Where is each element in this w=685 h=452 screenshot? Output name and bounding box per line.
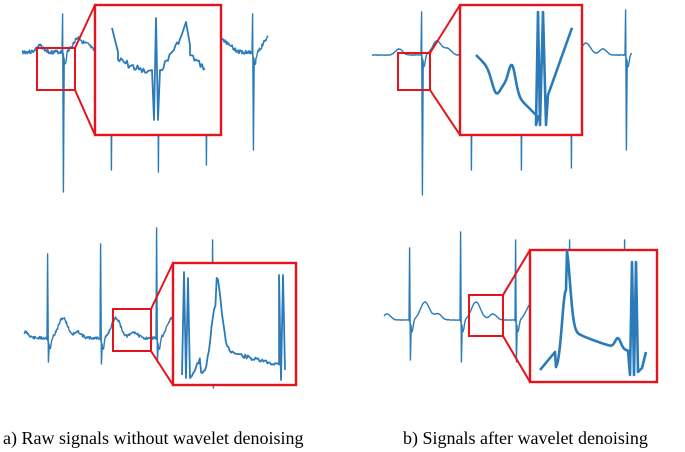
zoom-connector-raw-bottom-2 — [150, 350, 174, 386]
zoom-connector-denoised-bottom-1 — [502, 249, 531, 296]
zoom-connector-raw-top-2 — [74, 89, 96, 136]
zoom-connector-denoised-top-2 — [429, 89, 461, 136]
zoom-region-denoised-top — [397, 52, 431, 91]
zoom-connector-denoised-bottom-2 — [502, 335, 531, 383]
trace-denoised-bottom-zoom — [539, 249, 648, 377]
zoom-inset-raw-bottom — [171, 261, 298, 387]
caption-raw-signals: a) Raw signals without wavelet denoising — [3, 428, 304, 448]
caption-denoised-signals: b) Signals after wavelet denoising — [403, 428, 648, 448]
zoom-connector-raw-bottom-1 — [150, 262, 174, 310]
trace-raw-bottom-zoom — [181, 271, 286, 381]
zoom-connector-denoised-top-1 — [429, 4, 461, 54]
trace-denoised-top-zoom — [475, 10, 574, 127]
zoom-connector-raw-top-1 — [74, 4, 96, 49]
zoom-region-raw-top — [36, 47, 76, 91]
zoom-inset-denoised-top — [458, 3, 584, 137]
trace-raw-top-zoom — [111, 17, 206, 121]
zoom-region-raw-bottom — [112, 308, 152, 352]
zoom-region-denoised-bottom — [468, 294, 504, 337]
